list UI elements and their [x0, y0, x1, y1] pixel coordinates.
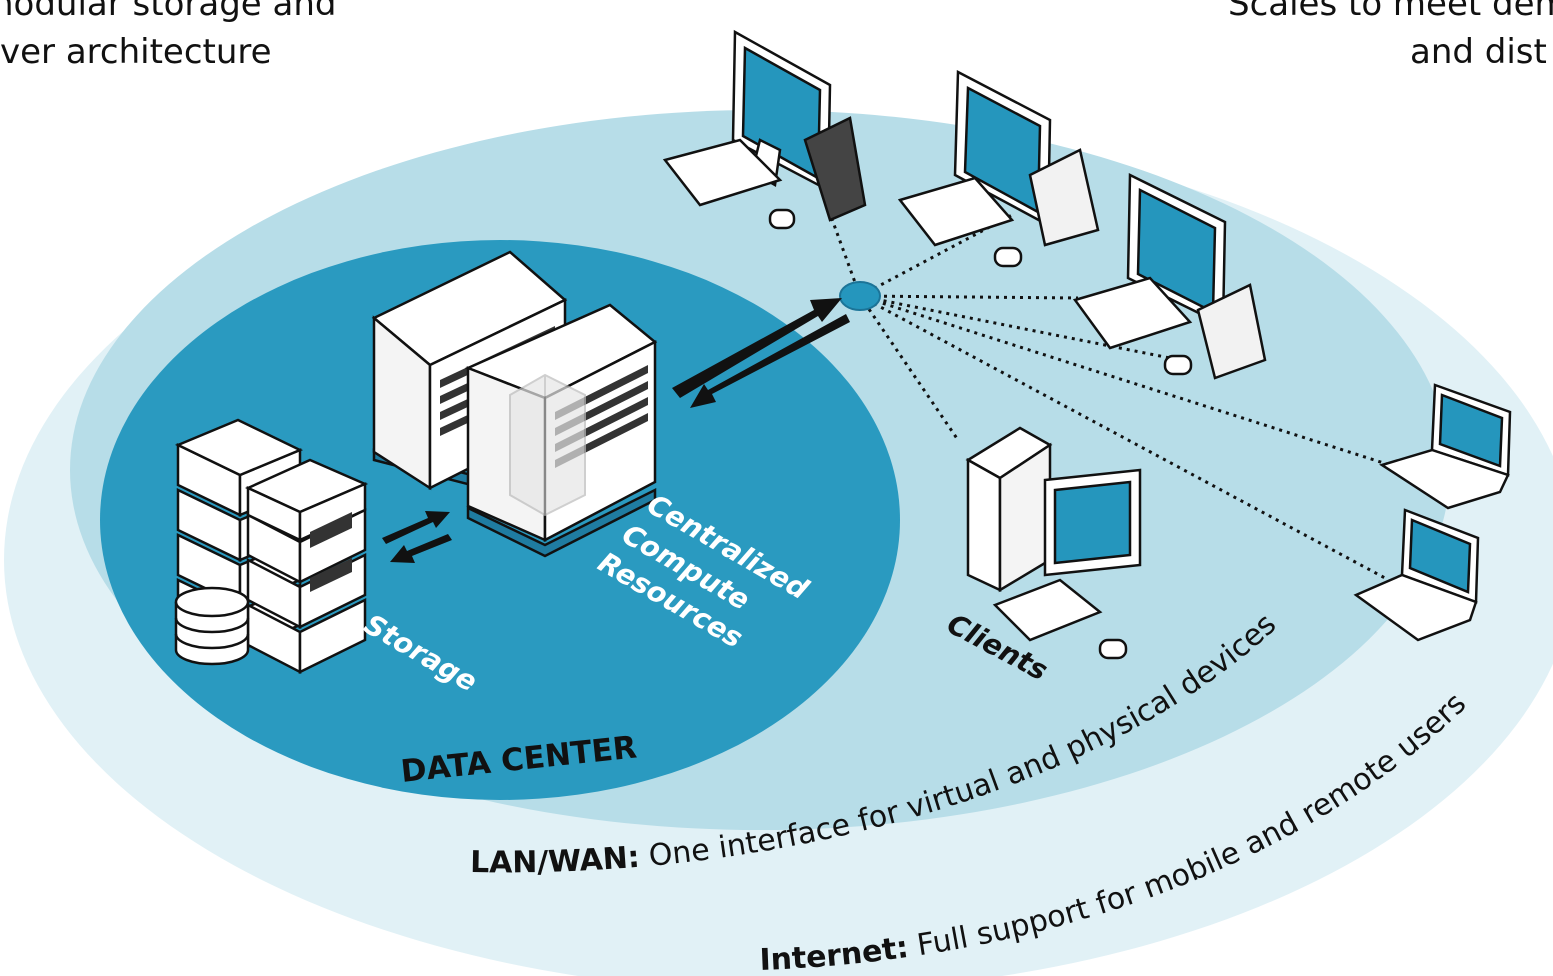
top-right-caption-line1: Scales to meet dem	[1228, 0, 1553, 24]
storage-unit-icon-front	[244, 458, 369, 675]
desktop-client-icon	[965, 426, 1142, 660]
laptop-icon	[1379, 383, 1512, 510]
server-tower-icon-front	[464, 303, 658, 558]
desktop-client-icon	[1072, 173, 1267, 380]
top-right-caption-line2: and dist	[1410, 32, 1547, 72]
desktop-client-icon	[662, 29, 867, 230]
lan-wan-bold: LAN/WAN:	[470, 840, 641, 881]
top-left-caption-line2: ver architecture	[0, 32, 272, 72]
hub-server-arrows	[672, 298, 850, 408]
network-hub-icon	[839, 281, 881, 311]
database-icon	[174, 586, 250, 666]
laptop-icon	[1353, 508, 1480, 642]
network-links	[823, 199, 1391, 580]
top-left-caption-line1: nodular storage and	[0, 0, 337, 24]
desktop-client-icon	[897, 69, 1100, 268]
storage-server-arrows	[382, 511, 452, 563]
